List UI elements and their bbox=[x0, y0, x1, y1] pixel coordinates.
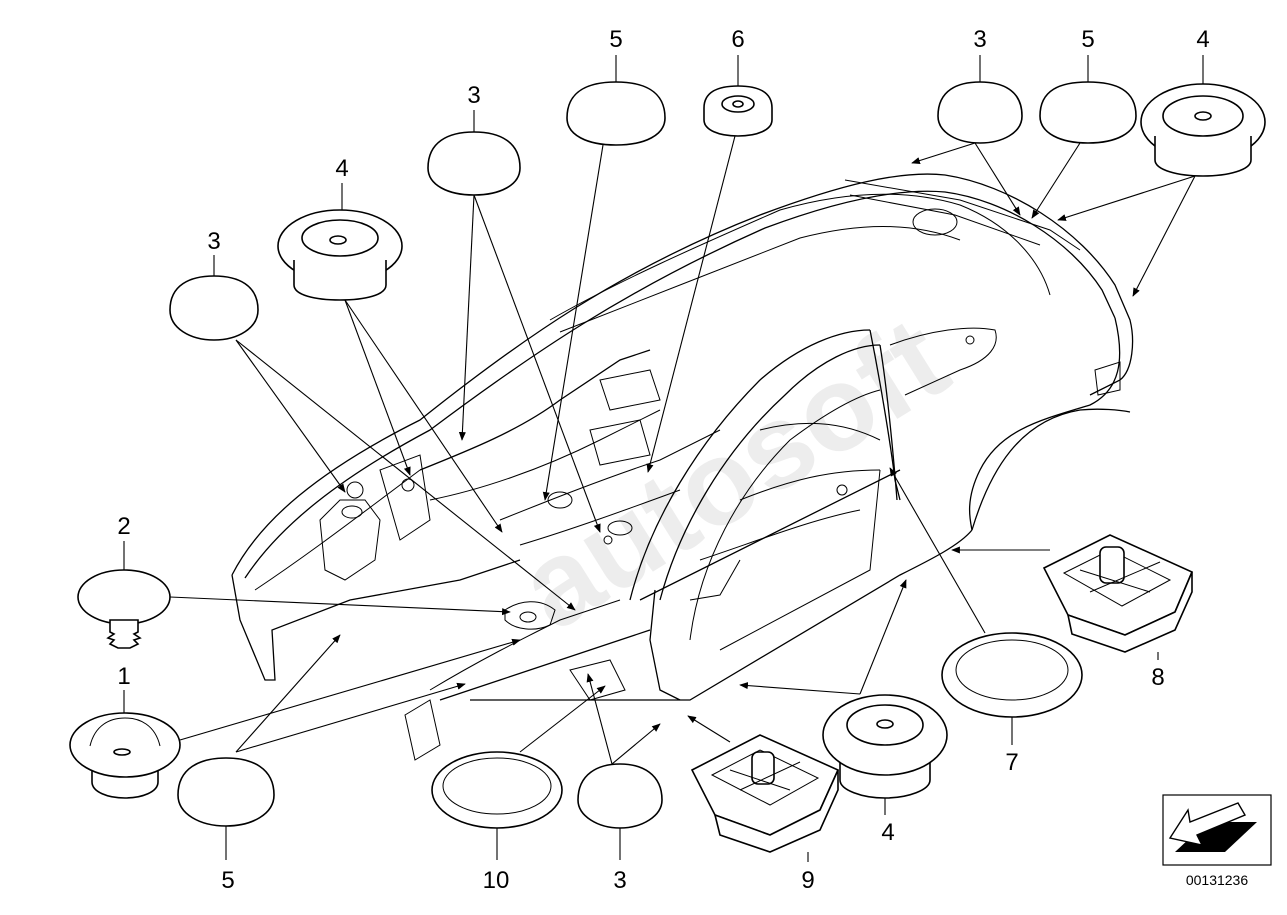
arrow-icon bbox=[1168, 802, 1257, 852]
part-9-jack-pad bbox=[690, 734, 840, 853]
label-7: 7 bbox=[1005, 749, 1018, 776]
part-7-grommet bbox=[941, 632, 1083, 718]
label-8: 8 bbox=[1151, 664, 1164, 691]
part-3-plug-bottom bbox=[577, 763, 663, 829]
reference-box: 00131236 bbox=[1162, 794, 1272, 888]
part-8-jack-pad bbox=[1042, 534, 1194, 653]
watermark-text: autosoft bbox=[497, 291, 969, 655]
label-3: 3 bbox=[207, 228, 220, 255]
part-3-plug-right bbox=[937, 81, 1023, 144]
label-9: 9 bbox=[801, 867, 814, 894]
leader-lines bbox=[123, 55, 1204, 862]
part-4-grommet-right bbox=[1140, 83, 1266, 177]
label-4: 4 bbox=[881, 819, 894, 846]
part-3-plug-left bbox=[169, 275, 259, 341]
label-3: 3 bbox=[467, 82, 480, 109]
label-4: 4 bbox=[335, 155, 348, 182]
label-10: 10 bbox=[483, 867, 510, 894]
label-1: 1 bbox=[117, 663, 130, 690]
part-10-grommet bbox=[431, 751, 563, 829]
part-6-plug bbox=[703, 85, 773, 137]
label-2: 2 bbox=[117, 513, 130, 540]
part-4-grommet-left bbox=[277, 209, 403, 301]
car-body-shell bbox=[231, 173, 1134, 761]
label-3: 3 bbox=[613, 867, 626, 894]
part-5-plug-top bbox=[566, 81, 666, 146]
label-5: 5 bbox=[1081, 26, 1094, 53]
label-5: 5 bbox=[221, 867, 234, 894]
part-5-plug-right bbox=[1039, 81, 1137, 144]
part-4-grommet-bottom bbox=[822, 694, 948, 799]
label-5: 5 bbox=[609, 26, 622, 53]
callout-labels: 5 6 3 4 3 3 5 4 2 1 5 10 3 9 4 7 8 bbox=[117, 26, 1209, 894]
label-4: 4 bbox=[1196, 26, 1209, 53]
part-1-grommet bbox=[69, 712, 181, 799]
label-6: 6 bbox=[731, 26, 744, 53]
label-3: 3 bbox=[973, 26, 986, 53]
reference-number: 00131236 bbox=[1186, 872, 1249, 888]
part-5-plug-bottom bbox=[177, 757, 275, 827]
part-2-clip bbox=[77, 569, 171, 649]
part-3-plug-center bbox=[427, 131, 521, 196]
